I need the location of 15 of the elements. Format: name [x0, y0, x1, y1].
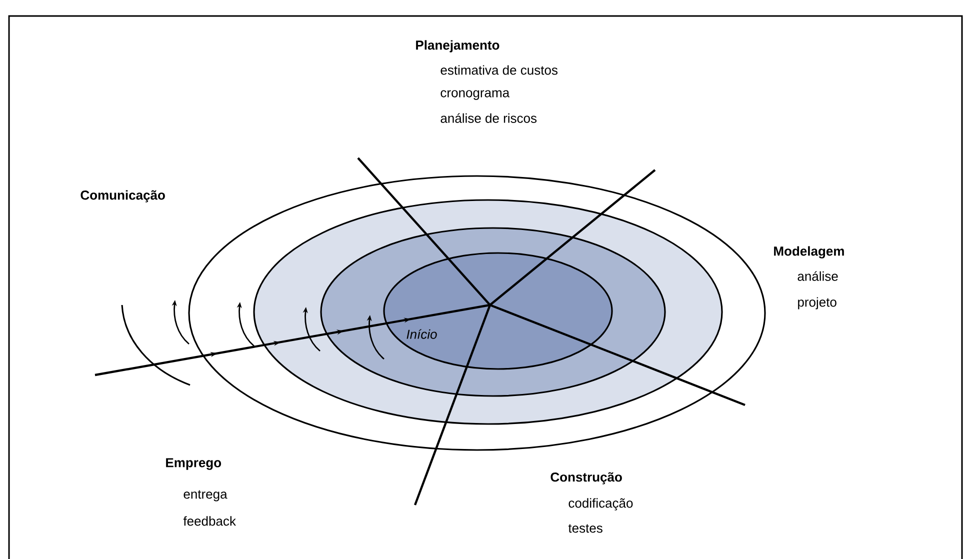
- phase-title: Comunicação: [80, 190, 165, 202]
- phase-title: Emprego: [166, 458, 222, 470]
- task-label: feedback: [183, 516, 236, 526]
- task-label: projeto: [798, 297, 836, 310]
- task-label: codificação: [568, 498, 633, 510]
- phase-title: Planejamento: [416, 40, 500, 52]
- phase-title: Construção: [550, 472, 622, 484]
- task-label: cronograma: [440, 90, 510, 100]
- start-label: Início: [406, 329, 437, 339]
- task-label: entrega: [184, 490, 228, 502]
- task-label: análise de riscos: [440, 113, 537, 123]
- phase-title: Modelagem: [774, 246, 844, 258]
- task-label: análise: [798, 271, 838, 281]
- task-label: testes: [568, 524, 602, 533]
- task-label: estimativa de custos: [440, 65, 558, 75]
